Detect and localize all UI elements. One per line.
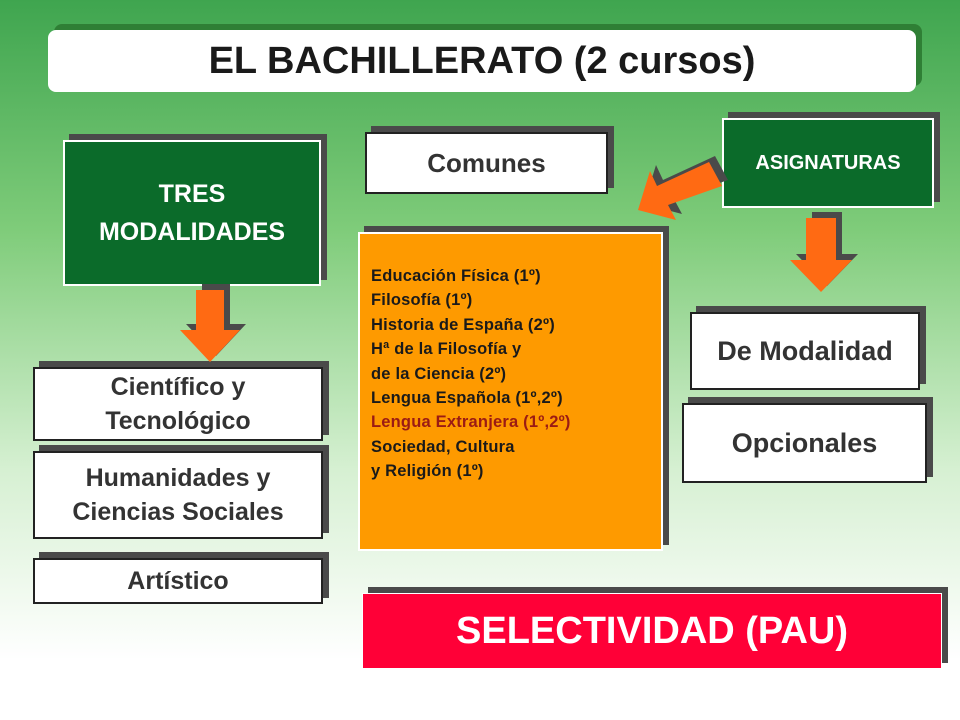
asignaturas-box: ASIGNATURAS [722, 118, 934, 208]
comunes-box: Comunes [365, 132, 608, 194]
modalidad-artistico-label: Artístico [127, 567, 229, 595]
modalidad-cientifico-line-1: Científico y [110, 373, 246, 401]
subject-item: y Religión (1º) [371, 462, 484, 481]
selectividad-banner: SELECTIVIDAD (PAU) [362, 593, 942, 669]
modalidad-humanidades-ciencias-sociales: Humanidades y Ciencias Sociales [33, 451, 323, 539]
de-modalidad-box: De Modalidad [690, 312, 920, 390]
diagonal-arrow-icon [638, 156, 728, 220]
down-arrow-icon-asignaturas [790, 212, 858, 292]
tres-modalidades-box: TRES MODALIDADES [63, 140, 321, 286]
modalidad-cientifico-line-2: Tecnológico [105, 407, 251, 435]
page-title: EL BACHILLERATO (2 cursos) [48, 30, 916, 92]
modalidades-line-2: MODALIDADES [98, 218, 286, 246]
modalidad-cientifico-tecnologico: Científico y Tecnológico [33, 367, 323, 441]
subject-item: Educación Física (1º) [371, 267, 541, 285]
comunes-subjects-list: Educación Física (1º) Filosofía (1º) His… [371, 264, 651, 484]
subject-item: Filosofía (1º) [371, 291, 473, 310]
subject-item: de la Ciencia (2º) [371, 364, 507, 383]
modalidad-artistico: Artístico [33, 558, 323, 604]
modalidad-humanidades-line-2: Ciencias Sociales [72, 498, 284, 526]
comunes-subjects-box: Educación Física (1º) Filosofía (1º) His… [358, 232, 663, 551]
modalidad-humanidades-line-1: Humanidades y [85, 464, 271, 492]
subject-item: Historia de España (2º) [371, 315, 555, 334]
subject-item: Sociedad, Cultura [371, 437, 515, 456]
opcionales-box: Opcionales [682, 403, 927, 483]
down-arrow-icon-modalidades [180, 284, 246, 362]
subject-item: Lengua Española (1º,2º) [371, 389, 563, 408]
subject-item-highlighted: Lengua Extranjera (1º,2º) [371, 413, 571, 432]
modalidades-line-1: TRES [158, 180, 226, 208]
subject-item: Hª de la Filosofía y [371, 340, 522, 359]
